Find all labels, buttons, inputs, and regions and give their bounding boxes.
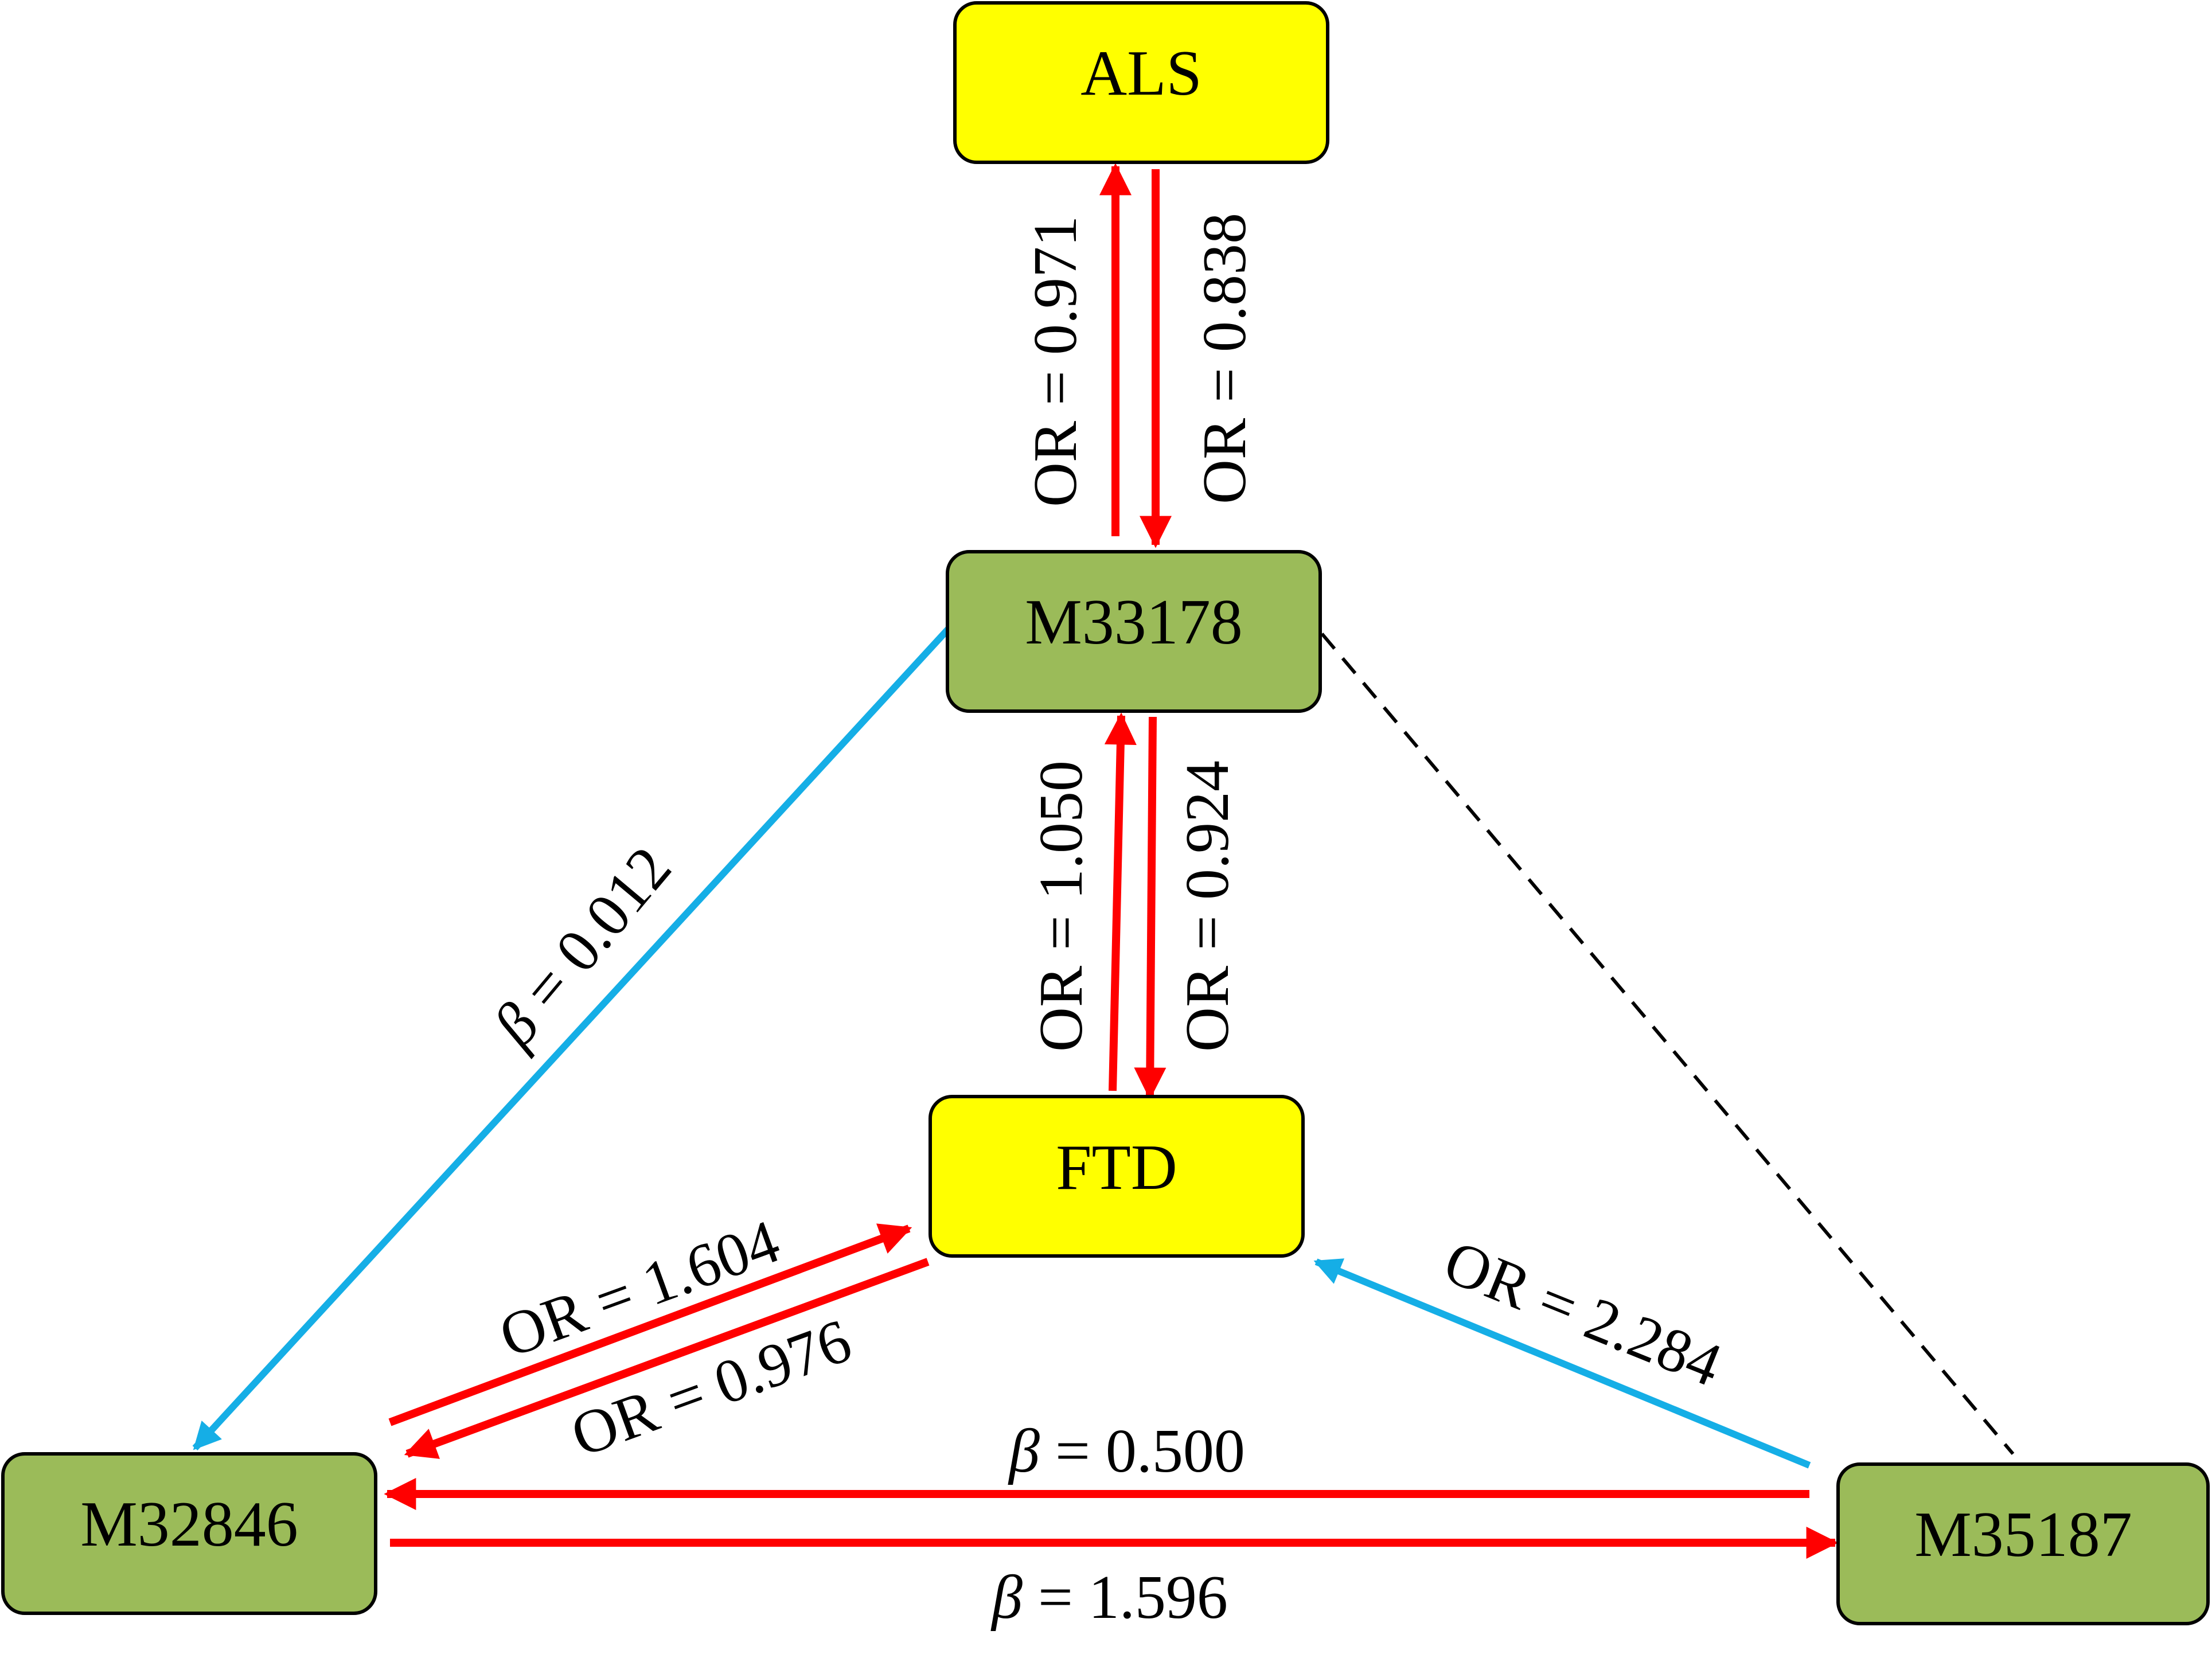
arrow-m33178-to-ftd [1134, 716, 1167, 1100]
dashed-link-m33178-m35187 [1320, 633, 2015, 1455]
edges [192, 163, 2015, 1559]
node-m35187-label: M35187 [1914, 1499, 2132, 1570]
node-m32846: M32846 [1, 1452, 377, 1615]
label-m32846-to-m35187: β = 1.596 [990, 1563, 1228, 1632]
edge-labels: OR = 0.971 OR = 0.838 OR = 1.050 OR = 0.… [479, 213, 1731, 1631]
arrow-ftd-to-m32846 [404, 1258, 930, 1459]
node-m35187: M35187 [1836, 1462, 2210, 1625]
node-m32846-label: M32846 [80, 1489, 298, 1560]
node-m33178: M33178 [946, 550, 1322, 713]
label-ftd-to-m33178: OR = 1.050 [1027, 760, 1095, 1052]
node-ftd-label: FTD [1056, 1132, 1177, 1203]
arrow-m32846-to-ftd [388, 1223, 912, 1426]
label-m35187-to-m32846: β = 0.500 [1008, 1417, 1245, 1485]
arrow-ftd-to-m33178 [1104, 712, 1137, 1091]
node-ftd-box [929, 1095, 1305, 1258]
arrow-m35187-to-ftd [1313, 1258, 1811, 1469]
label-m33178-to-als: OR = 0.971 [1021, 216, 1090, 507]
node-ftd: FTD [929, 1095, 1305, 1258]
node-m33178-box [946, 550, 1322, 713]
label-als-to-m33178: OR = 0.838 [1191, 213, 1259, 504]
label-m33178-to-ftd: OR = 0.924 [1173, 760, 1242, 1052]
node-m35187-box [1836, 1462, 2210, 1625]
node-als-label: ALS [1080, 38, 1202, 109]
node-m32846-box [1, 1452, 377, 1615]
node-als-box [953, 1, 1329, 164]
node-m33178-label: M33178 [1025, 587, 1243, 658]
node-als: ALS [953, 1, 1329, 164]
arrow-m33178-to-m32846 [192, 625, 952, 1451]
